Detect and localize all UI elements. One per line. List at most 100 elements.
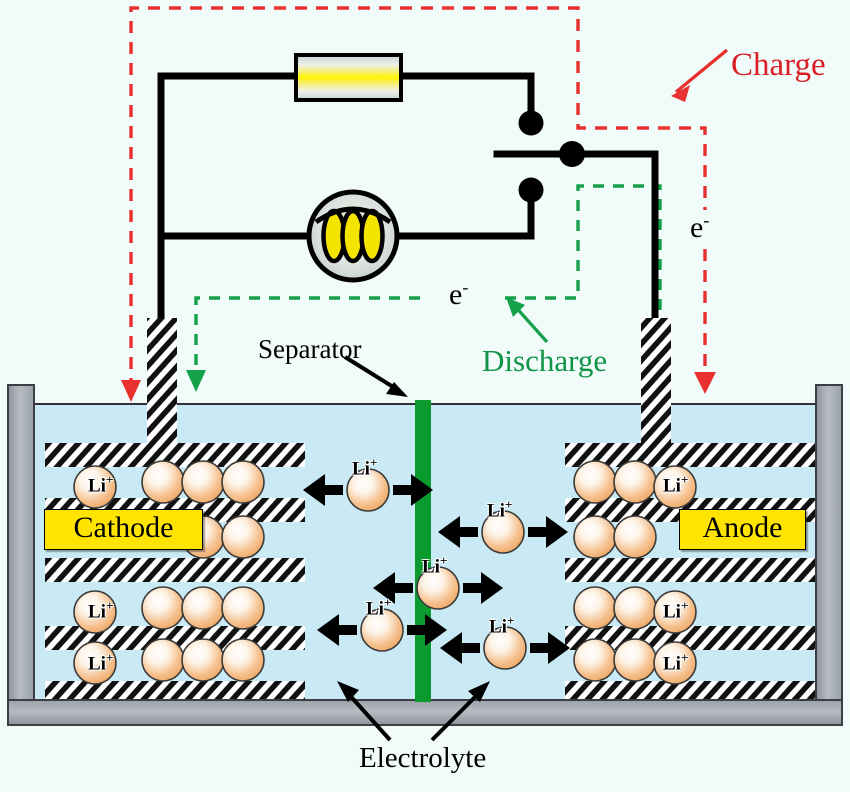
free-li-label: Li+ bbox=[422, 553, 447, 578]
charge-path bbox=[129, 6, 707, 390]
li-ion-symbol: Li bbox=[489, 616, 507, 638]
li-ion-charge: + bbox=[383, 595, 392, 610]
cathode-lithium-ion bbox=[141, 638, 185, 682]
cathode-lithium-ion bbox=[73, 641, 117, 685]
free-lithium-ion-layer bbox=[303, 468, 570, 670]
switch-contact-bottom bbox=[518, 177, 544, 203]
anode-lithium-ion bbox=[573, 638, 617, 682]
charge-label: Charge bbox=[731, 47, 826, 83]
ion-arrow-right bbox=[528, 516, 568, 548]
free-lithium-ion bbox=[438, 510, 568, 554]
anode-lithium-ion bbox=[653, 641, 697, 685]
free-ion-sphere bbox=[481, 510, 525, 554]
separator-label: Separator bbox=[258, 334, 362, 364]
anode-li-label: Li+ bbox=[663, 598, 688, 623]
cathode-lithium-ion bbox=[221, 638, 265, 682]
ion-arrow-right bbox=[530, 632, 570, 664]
cathode-current-collector bbox=[147, 318, 177, 448]
anode-lithium-ion bbox=[613, 586, 657, 630]
electron-left-superscript: - bbox=[462, 277, 469, 297]
switch-contact-top bbox=[518, 110, 544, 136]
anode-lithium-ion bbox=[653, 465, 697, 509]
free-ion-sphere bbox=[346, 468, 390, 512]
discharge-pointer-arrow bbox=[506, 297, 549, 344]
li-ion-charge: + bbox=[680, 598, 689, 613]
ion-arrow-left bbox=[303, 474, 343, 506]
li-ion-charge: + bbox=[506, 613, 515, 628]
cathode-lithium-ion bbox=[181, 586, 225, 630]
cathode-lithium-ion bbox=[221, 515, 265, 559]
cathode-label-box: Cathode bbox=[44, 509, 203, 550]
free-lithium-ion bbox=[303, 468, 433, 512]
li-ion-symbol: Li bbox=[422, 556, 440, 578]
li-ion-charge: + bbox=[439, 553, 448, 568]
discharge-arrowhead-left bbox=[186, 370, 206, 392]
charge-pointer-arrow bbox=[671, 48, 729, 102]
anode-li-label: Li+ bbox=[663, 650, 688, 675]
light-bulb bbox=[306, 189, 400, 283]
cathode-li-label: Li+ bbox=[88, 472, 113, 497]
electron-left-text: e bbox=[449, 278, 463, 311]
switch-pivot bbox=[559, 141, 585, 167]
electron-label-right: e- bbox=[686, 210, 714, 245]
cathode-lithium-ion bbox=[181, 638, 225, 682]
ion-arrow-right bbox=[407, 614, 447, 646]
electrolyte-label: Electrolyte bbox=[359, 742, 487, 774]
li-ion-symbol: Li bbox=[663, 653, 681, 675]
li-ion-symbol: Li bbox=[88, 653, 106, 675]
li-ion-symbol: Li bbox=[487, 500, 505, 522]
cathode-lithium-ion bbox=[221, 586, 265, 630]
li-ion-charge: + bbox=[369, 455, 378, 470]
anode-lithium-ion bbox=[573, 515, 617, 559]
free-lithium-ion bbox=[317, 608, 447, 652]
li-ion-charge: + bbox=[680, 472, 689, 487]
electron-right-superscript: - bbox=[703, 210, 710, 230]
anode-lithium-ion bbox=[613, 460, 657, 504]
anode-lithium-ion bbox=[573, 586, 617, 630]
ion-arrow-right bbox=[393, 474, 433, 506]
cathode-li-label: Li+ bbox=[88, 650, 113, 675]
discharge-path bbox=[194, 184, 662, 390]
anode-lithium-ion bbox=[613, 638, 657, 682]
li-ion-charge: + bbox=[680, 650, 689, 665]
electron-right-text: e bbox=[690, 211, 704, 244]
separator-pointer-arrow bbox=[343, 355, 408, 397]
ion-arrow-left bbox=[317, 614, 357, 646]
electrolyte-pointer-arrows bbox=[337, 681, 490, 742]
ion-arrow-left bbox=[373, 572, 413, 604]
free-ion-sphere bbox=[360, 608, 404, 652]
free-ion-sphere bbox=[416, 566, 460, 610]
charge-arrowhead-left bbox=[121, 380, 141, 402]
free-li-label: Li+ bbox=[487, 497, 512, 522]
li-ion-symbol: Li bbox=[663, 475, 681, 497]
lithium-ion-layer bbox=[73, 460, 697, 685]
discharge-label: Discharge bbox=[482, 343, 608, 378]
anode-lithium-ion bbox=[653, 590, 697, 634]
li-ion-symbol: Li bbox=[663, 601, 681, 623]
li-ion-symbol: Li bbox=[88, 475, 106, 497]
cathode-lithium-ion bbox=[73, 465, 117, 509]
charge-arrowhead-right bbox=[694, 372, 716, 394]
li-ion-symbol: Li bbox=[88, 601, 106, 623]
free-li-label: Li+ bbox=[489, 613, 514, 638]
free-lithium-ion bbox=[373, 566, 503, 610]
li-ion-symbol: Li bbox=[352, 458, 370, 480]
li-ion-symbol: Li bbox=[366, 598, 384, 620]
cathode-lithium-ion bbox=[221, 460, 265, 504]
free-ion-sphere bbox=[483, 626, 527, 670]
li-ion-charge: + bbox=[504, 497, 513, 512]
free-li-label: Li+ bbox=[366, 595, 391, 620]
ion-arrow-right bbox=[463, 572, 503, 604]
electron-label-left: e- bbox=[441, 277, 477, 312]
anode-lithium-ion bbox=[573, 460, 617, 504]
cathode-lithium-ion bbox=[73, 590, 117, 634]
anode-li-label: Li+ bbox=[663, 472, 688, 497]
anode-current-collector bbox=[641, 318, 671, 448]
free-lithium-ion bbox=[440, 626, 570, 670]
cathode-lithium-ion bbox=[141, 460, 185, 504]
anode-label-box: Anode bbox=[679, 509, 806, 550]
separator-membrane bbox=[415, 400, 431, 702]
cathode-li-label: Li+ bbox=[88, 598, 113, 623]
